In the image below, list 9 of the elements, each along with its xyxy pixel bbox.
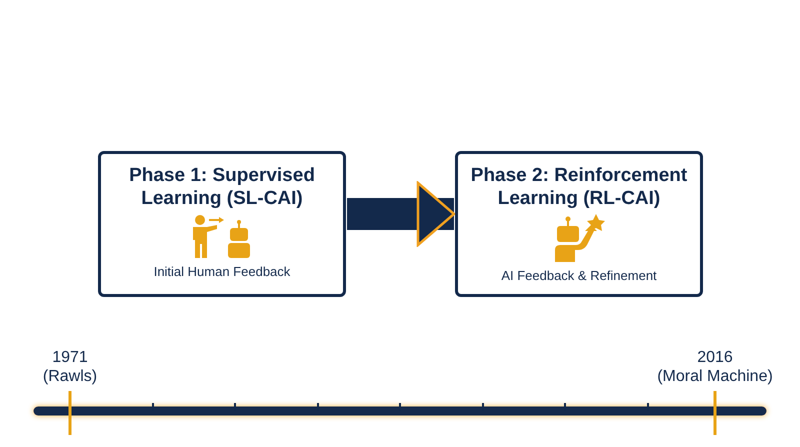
- block-arrow: [347, 182, 456, 246]
- timeline-label: 2016 (Moral Machine): [656, 348, 774, 386]
- phase-box: [98, 151, 346, 297]
- phase-title: Phase 2: Reinforcement Learning (RL-CAI): [470, 164, 688, 210]
- timeline-label: 1971 (Rawls): [42, 348, 98, 386]
- phase-subtitle: Initial Human Feedback: [152, 264, 292, 279]
- phase-title: Phase 1: Supervised Learning (SL-CAI): [128, 164, 316, 210]
- phase-subtitle: AI Feedback & Refinement: [500, 268, 658, 283]
- phase-box: [455, 151, 703, 297]
